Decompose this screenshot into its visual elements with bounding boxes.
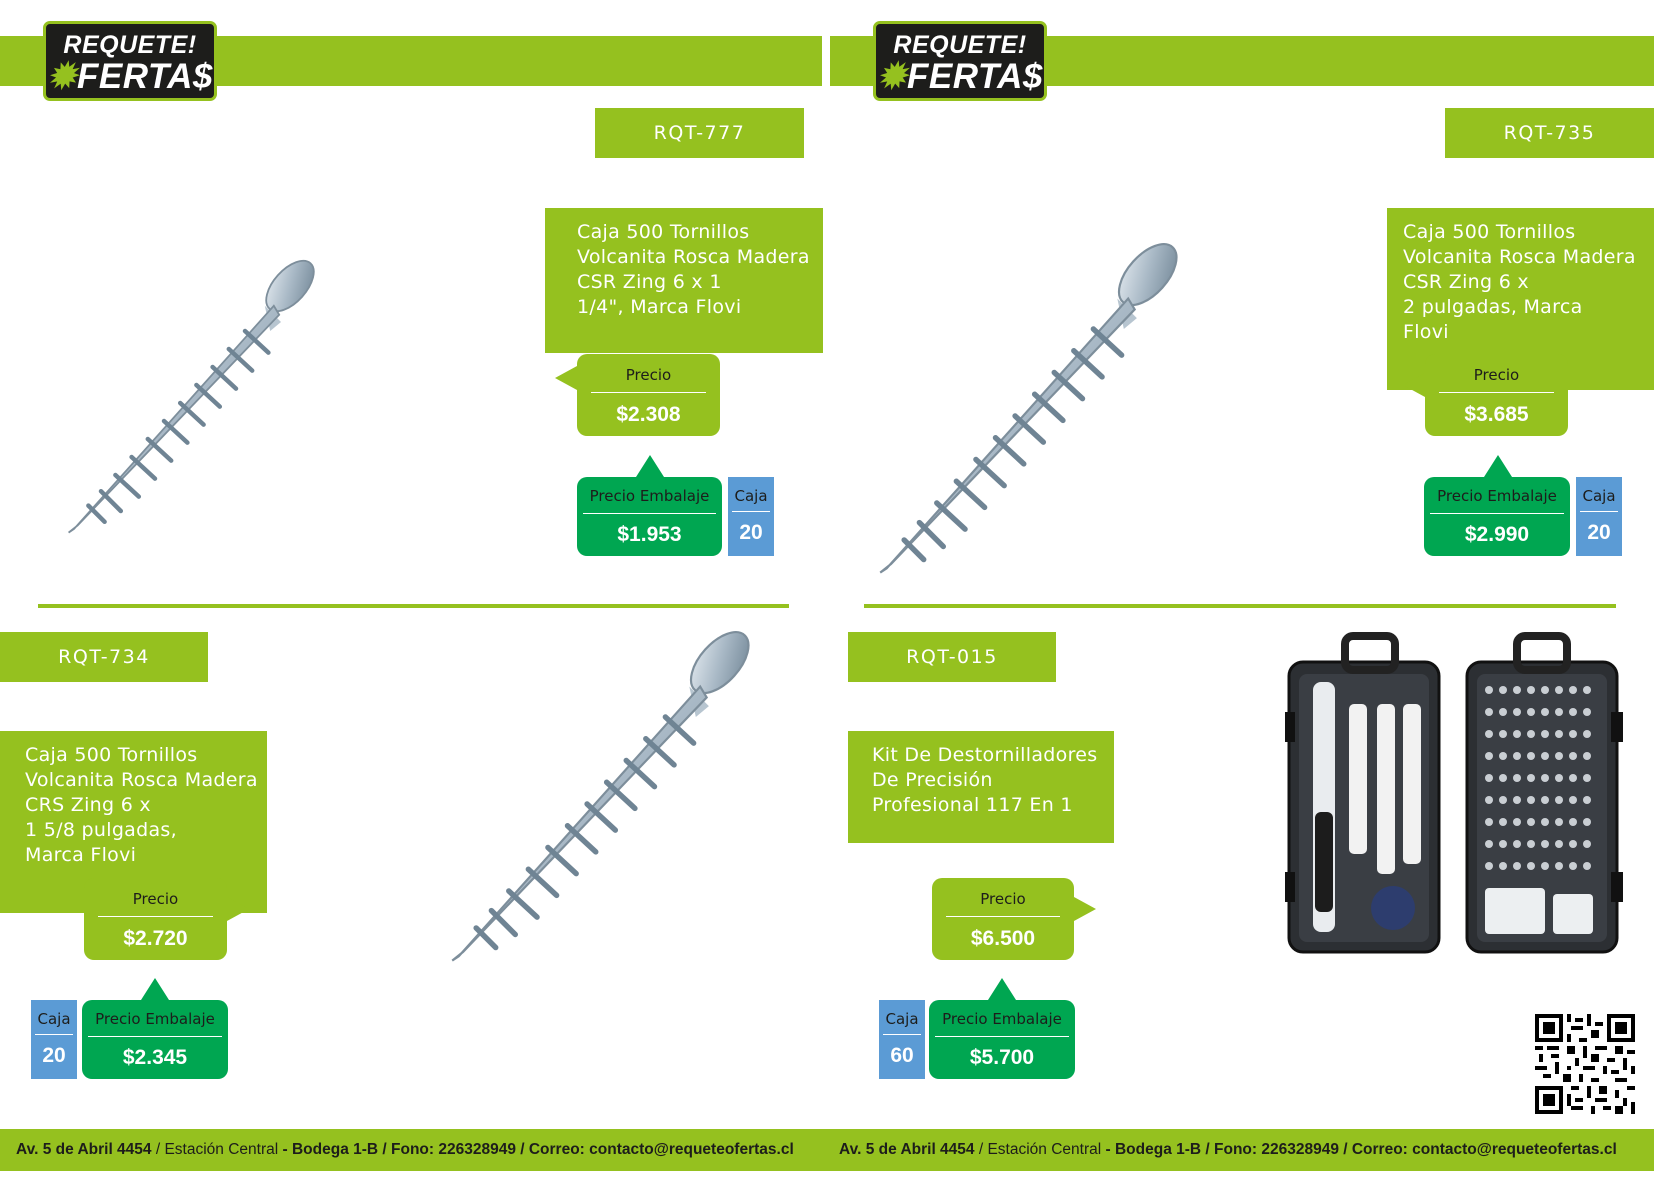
box-qty: 60 bbox=[890, 1044, 914, 1067]
pack-price-label: Precio Embalaje bbox=[95, 1010, 215, 1028]
price-box: Precio $3.685 bbox=[1425, 354, 1568, 436]
logo-line2: FERTA$ bbox=[906, 57, 1043, 96]
price-label: Precio bbox=[980, 890, 1026, 908]
box-qty-box: Caja 20 bbox=[31, 1000, 77, 1079]
logo-line2: FERTA$ bbox=[76, 57, 213, 96]
price-label: Precio bbox=[625, 366, 672, 384]
price-value: $3.685 bbox=[1464, 403, 1529, 426]
product-sku: RQT-735 bbox=[1445, 108, 1654, 158]
brand-logo-left: REQUETE! ✹FERTA$ bbox=[43, 21, 217, 101]
footer-rest: - Bodega 1-B / Fono: 226328949 / Correo:… bbox=[1101, 1141, 1617, 1158]
footer-contact-left: Av. 5 de Abril 4454 / Estación Central -… bbox=[16, 1140, 794, 1160]
price-label: Precio bbox=[1473, 366, 1520, 384]
product-sku: RQT-777 bbox=[595, 108, 804, 158]
pack-pointer bbox=[636, 455, 664, 477]
price-value: $2.308 bbox=[616, 403, 681, 426]
box-qty-box: Caja 20 bbox=[728, 477, 774, 556]
footer-sep: / bbox=[151, 1141, 165, 1158]
pack-price-box: Precio Embalaje $2.345 bbox=[82, 1000, 228, 1079]
pack-price-label: Precio Embalaje bbox=[942, 1010, 1062, 1028]
gear-icon: ✹ bbox=[47, 57, 77, 96]
footer-station: Estación Central bbox=[987, 1141, 1102, 1158]
pack-pointer bbox=[141, 978, 169, 1000]
product-sku: RQT-734 bbox=[0, 632, 208, 682]
logo-line1: REQUETE! bbox=[893, 31, 1027, 59]
box-label: Caja bbox=[734, 487, 768, 505]
brand-logo-right: REQUETE! ✹FERTA$ bbox=[873, 21, 1047, 101]
box-qty: 20 bbox=[1587, 521, 1611, 544]
pack-pointer bbox=[988, 978, 1016, 1000]
box-qty: 20 bbox=[42, 1044, 66, 1067]
qr-code-icon[interactable] bbox=[1535, 1014, 1635, 1114]
pack-price-value: $2.345 bbox=[122, 1046, 188, 1069]
price-value: $2.720 bbox=[123, 927, 188, 950]
product-description: Kit De Destornilladores De Precisión Pro… bbox=[848, 731, 1114, 843]
logo-line1: REQUETE! bbox=[63, 31, 197, 59]
footer-sep: / bbox=[974, 1141, 988, 1158]
pack-price-label: Precio Embalaje bbox=[589, 487, 710, 505]
screw-icon bbox=[863, 242, 1215, 590]
pack-price-value: $2.990 bbox=[1464, 523, 1530, 546]
screwdriver-kit-icon bbox=[1285, 632, 1623, 954]
price-box: Precio $2.308 bbox=[577, 354, 720, 436]
price-box: Precio $2.720 bbox=[84, 878, 227, 960]
pack-price-value: $1.953 bbox=[617, 523, 682, 546]
footer-station: Estación Central bbox=[164, 1141, 279, 1158]
section-divider-left bbox=[38, 604, 789, 608]
price-pointer bbox=[1074, 897, 1096, 921]
price-label: Precio bbox=[132, 890, 179, 908]
screw-icon bbox=[65, 258, 335, 548]
footer-bar bbox=[0, 1129, 1654, 1171]
box-label: Caja bbox=[37, 1010, 71, 1028]
section-divider-right bbox=[864, 604, 1616, 608]
pack-price-box: Precio Embalaje $1.953 bbox=[577, 477, 722, 556]
pack-price-value: $5.700 bbox=[969, 1046, 1035, 1069]
footer-rest: - Bodega 1-B / Fono: 226328949 / Correo:… bbox=[278, 1141, 794, 1158]
box-qty-box: Caja 20 bbox=[1576, 477, 1622, 556]
box-label: Caja bbox=[885, 1010, 919, 1028]
pack-price-box: Precio Embalaje $2.990 bbox=[1424, 477, 1570, 556]
pack-price-label: Precio Embalaje bbox=[1437, 487, 1557, 505]
price-pointer bbox=[1403, 373, 1425, 397]
screw-icon bbox=[435, 630, 787, 978]
product-sku: RQT-015 bbox=[848, 632, 1056, 682]
box-label: Caja bbox=[1582, 487, 1616, 505]
box-qty-box: Caja 60 bbox=[879, 1000, 925, 1079]
footer-address: Av. 5 de Abril 4454 bbox=[839, 1141, 975, 1158]
pack-pointer bbox=[1484, 455, 1512, 477]
price-pointer bbox=[227, 897, 249, 921]
product-description: Caja 500 Tornillos Volcanita Rosca Mader… bbox=[545, 208, 823, 353]
box-qty: 20 bbox=[739, 521, 763, 544]
price-pointer bbox=[555, 366, 577, 390]
footer-contact-right: Av. 5 de Abril 4454 / Estación Central -… bbox=[839, 1140, 1617, 1160]
footer-address: Av. 5 de Abril 4454 bbox=[16, 1141, 152, 1158]
price-box: Precio $6.500 bbox=[932, 878, 1074, 960]
pack-price-box: Precio Embalaje $5.700 bbox=[929, 1000, 1075, 1079]
product-description: Caja 500 Tornillos Volcanita Rosca Mader… bbox=[1387, 208, 1654, 390]
gear-icon: ✹ bbox=[877, 57, 907, 96]
price-value: $6.500 bbox=[970, 927, 1036, 950]
